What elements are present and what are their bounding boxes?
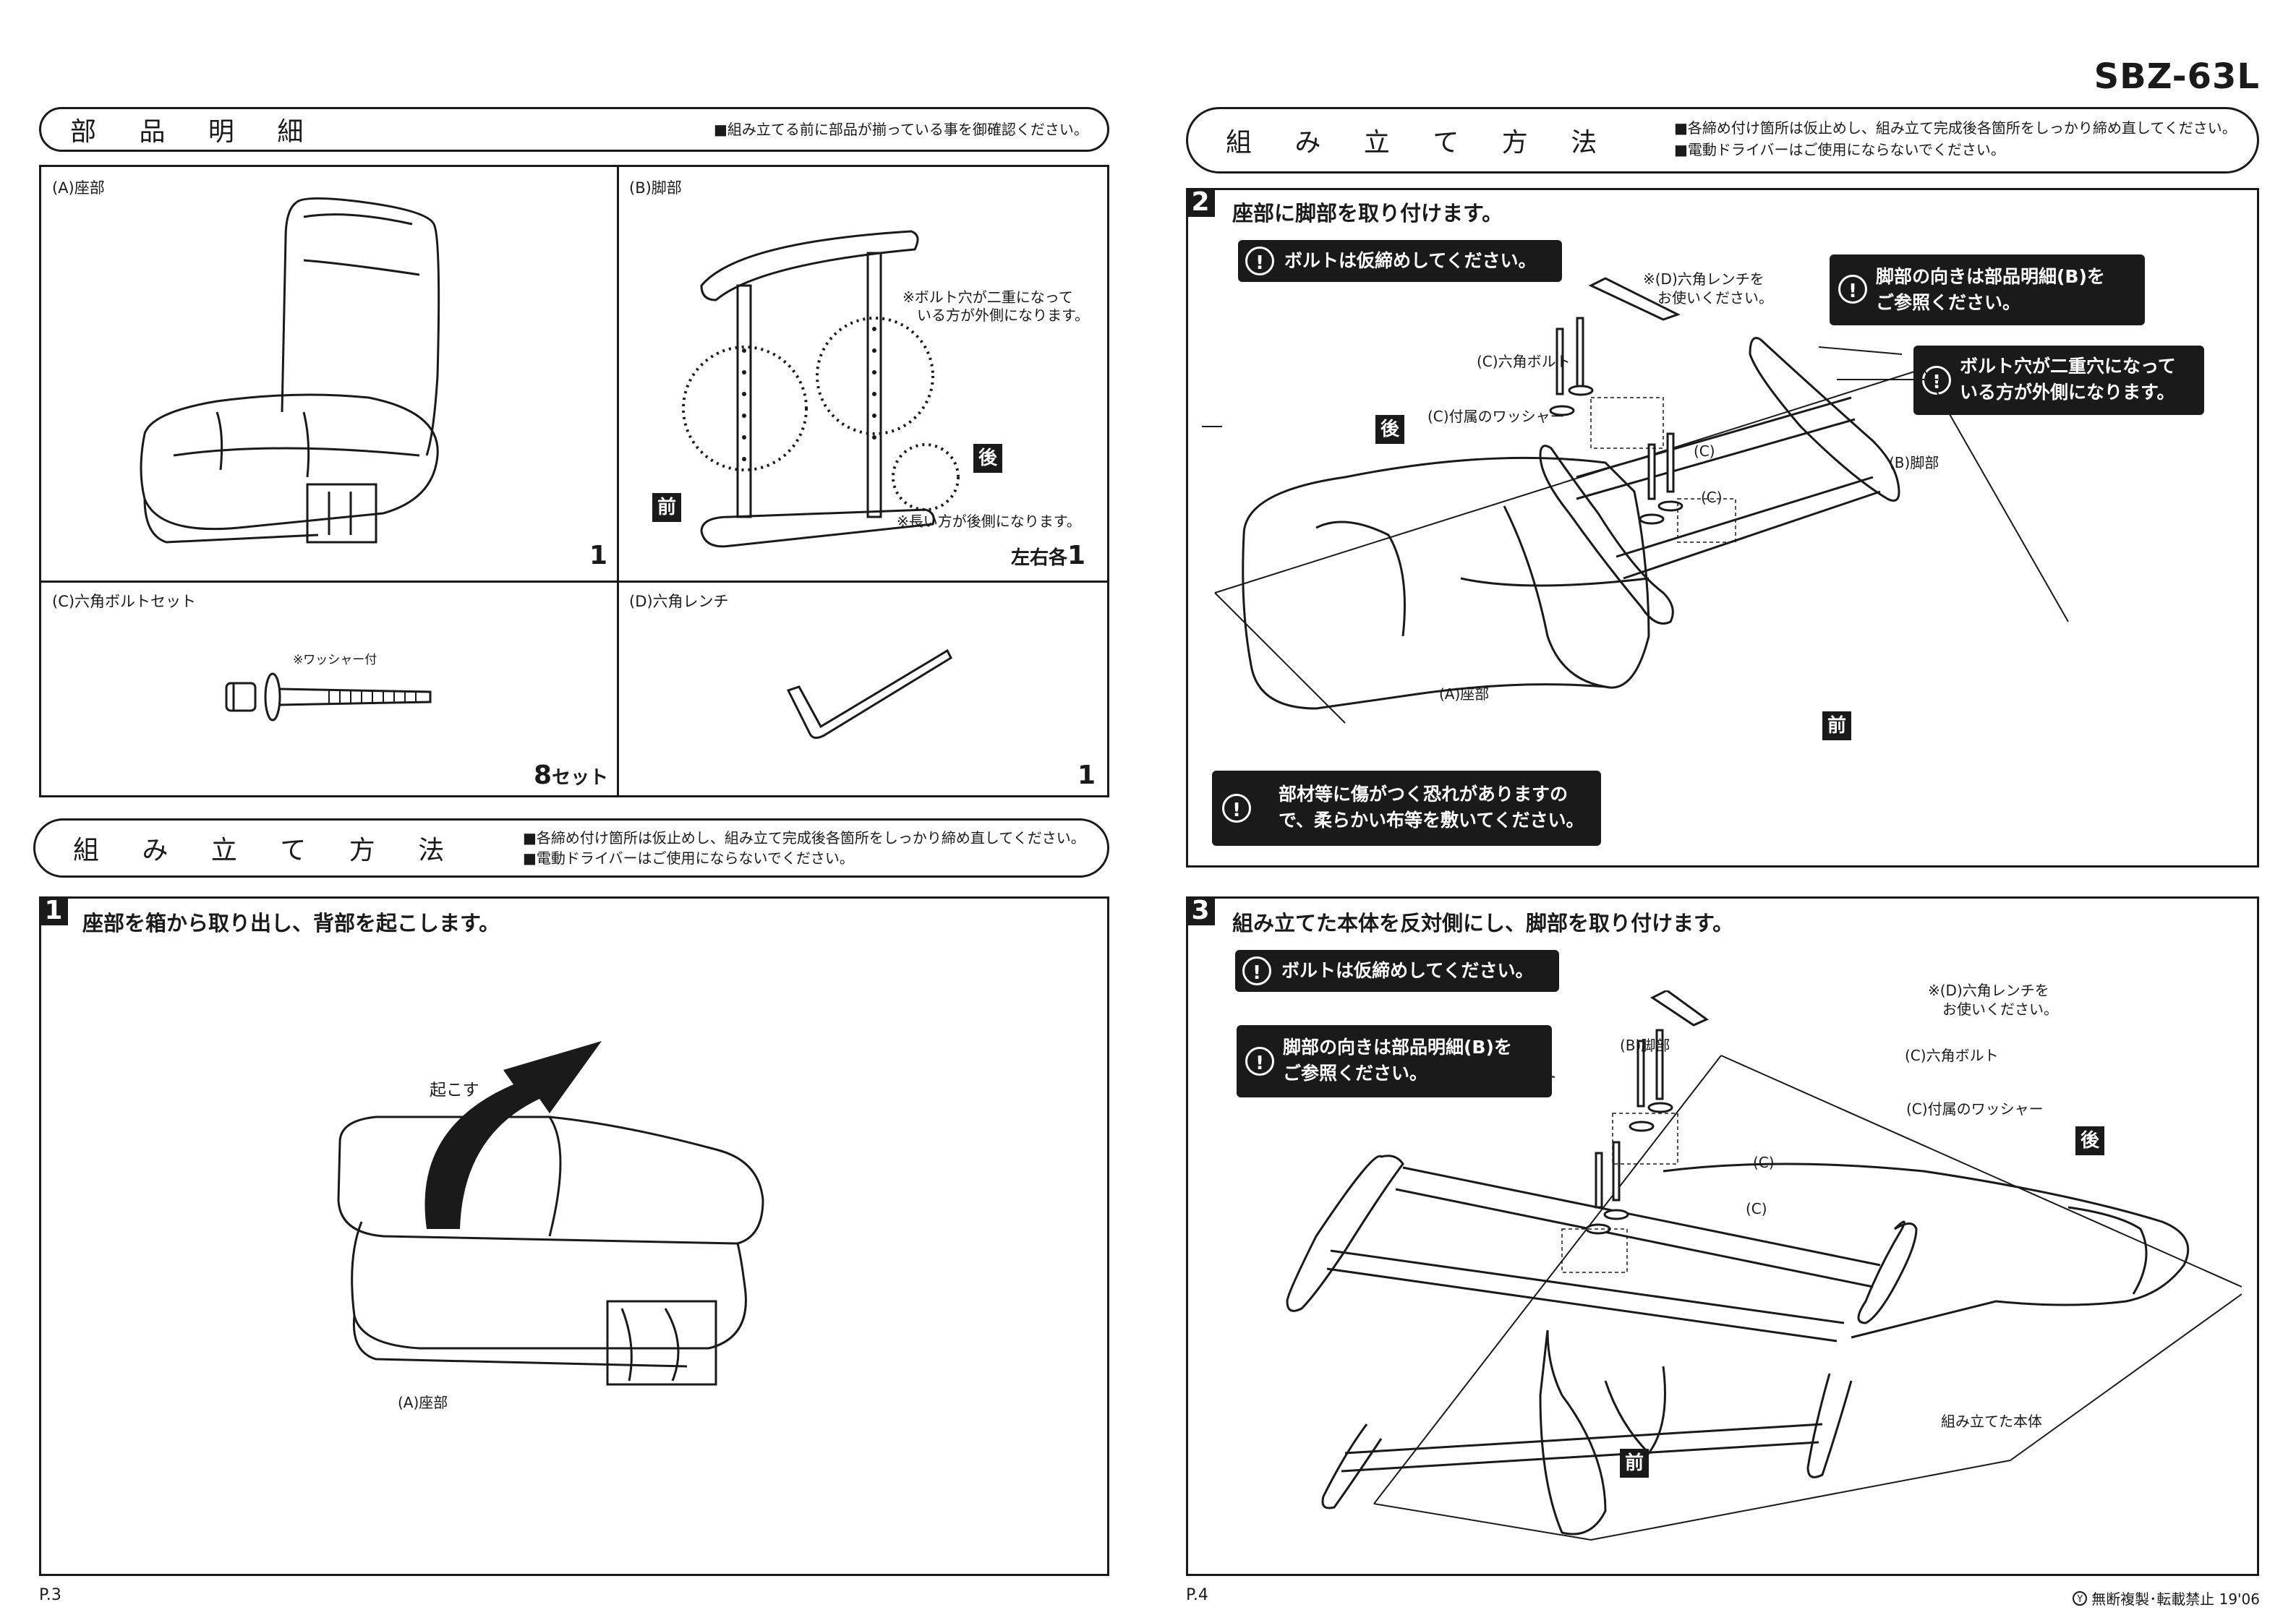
assembly-header-right: 組 み 立 て 方 法 ■各締め付け箇所は仮止めし、組み立て完成後各箇所をしっか… <box>1186 107 2259 174</box>
parts-grid <box>39 165 1109 797</box>
step2-orient-callout-line2: ご参照ください。 <box>1876 292 2021 313</box>
step2-cloth-callout-line1: 部材等に傷がつく恐れがありますの <box>1279 784 1569 805</box>
step3-orient-callout: ! 脚部の向きは部品明細(B)を ご参照ください。 <box>1237 1025 1552 1097</box>
step3-assembled-label: 組み立てた本体 <box>1941 1413 2042 1430</box>
step2-title: 座部に脚部を取り付けます。 <box>1232 201 1503 226</box>
assembly-note1-right: ■各締め付け箇所は仮止めし、組み立て完成後各箇所をしっかり締め直してください。 <box>1674 119 2237 137</box>
parts-title: 部 品 明 細 <box>70 117 321 147</box>
grid-divider-v <box>617 167 619 795</box>
assembly-note1-left: ■各締め付け箇所は仮止めし、組み立て完成後各箇所をしっかり締め直してください。 <box>523 829 1085 847</box>
leg-frame-illustration <box>682 230 960 548</box>
step3-title: 組み立てた本体を反対側にし、脚部を取り付けます。 <box>1232 911 1734 935</box>
step3-orient-callout-line1: 脚部の向きは部品明細(B)を <box>1283 1037 1512 1058</box>
part-b-label: (B)脚部 <box>629 179 682 197</box>
step3-number: 3 <box>1186 896 1215 925</box>
step2-c-label-2: (C) <box>1701 489 1723 506</box>
step2-cloth-callout: ! 部材等に傷がつく恐れがありますの で、柔らかい布等を敷いてください。 <box>1212 771 1601 846</box>
warning-icon: ! <box>1838 275 1867 304</box>
step3-washer-label: (C)付属のワッシャー <box>1906 1100 2044 1118</box>
model-name: SBZ-63L <box>2094 56 2260 97</box>
step2-bolt-callout: ! ボルトは仮締めしてください。 <box>1238 240 1562 282</box>
grid-divider-h <box>41 581 1107 583</box>
page-number-left: P.3 <box>39 1586 61 1604</box>
step2-c-label-1: (C) <box>1694 442 1715 460</box>
step1-number: 1 <box>39 896 68 925</box>
step2-back-tag: 後 <box>1375 415 1404 444</box>
part-c-washer-note: ※ワッシャー付 <box>293 653 377 667</box>
part-c-label: (C)六角ボルトセット <box>52 593 197 610</box>
raise-arrow <box>424 1041 602 1229</box>
step2-front-tag: 前 <box>1822 711 1851 740</box>
warning-icon: ! <box>1245 1047 1274 1076</box>
part-c-qty-number: 8 <box>534 761 552 790</box>
step1-part-label: (A)座部 <box>398 1394 448 1411</box>
step3-wrench-note2: お使いください。 <box>1942 1001 2058 1018</box>
step1-arrow-label: 起こす <box>430 1081 479 1100</box>
step3-bolt-callout-text: ボルトは仮締めしてください。 <box>1281 960 1534 981</box>
warning-icon: ! <box>1222 794 1251 823</box>
part-b-front-tag: 前 <box>652 493 681 522</box>
step3-c-label-1: (C) <box>1753 1154 1775 1171</box>
part-c-qty-unit: セット <box>552 767 609 789</box>
step2-wrench-note1: ※(D)六角レンチを <box>1643 270 1764 288</box>
copyright: Y 無断複製･転載禁止 19'06 <box>2073 1588 2260 1609</box>
assembly-title-left: 組 み 立 て 方 法 <box>73 836 462 865</box>
step3-orient-callout-line2: ご参照ください。 <box>1283 1063 1428 1084</box>
step2-hole-callout: ! ボルト穴が二重穴になって いる方が外側になります。 <box>1913 346 2204 415</box>
bolt-illustration <box>225 672 432 721</box>
step2-orient-callout-line1: 脚部の向きは部品明細(B)を <box>1876 266 2105 287</box>
step2-cloth-callout-line2: で、柔らかい布等を敷いてください。 <box>1279 810 1584 831</box>
step2-bolt-label: (C)六角ボルト <box>1477 353 1571 370</box>
assembly-note2-left: ■電動ドライバーはご使用にならないでください。 <box>523 849 854 867</box>
seat-illustration <box>140 197 440 544</box>
part-b-qty: 左右各1 <box>1011 541 1085 570</box>
step3-bolt-callout: ! ボルトは仮締めしてください。 <box>1235 950 1559 992</box>
wrench-illustration <box>786 648 952 739</box>
step3-leg-label: (B)脚部 <box>1620 1037 1670 1054</box>
assembly-header-left: 組 み 立 て 方 法 ■各締め付け箇所は仮止めし、組み立て完成後各箇所をしっか… <box>33 818 1109 878</box>
part-b-qty-number: 1 <box>1067 541 1086 570</box>
copyright-mark-icon: Y <box>2073 1590 2088 1606</box>
part-b-back-tag: 後 <box>973 444 1002 473</box>
step2-leg-label: (B)脚部 <box>1889 454 1939 471</box>
part-b-note3: ※長い方が後側になります。 <box>897 513 1081 530</box>
part-d-label: (D)六角レンチ <box>629 593 729 610</box>
step2-orient-callout: ! 脚部の向きは部品明細(B)を ご参照ください。 <box>1830 254 2145 325</box>
step3-bolt-label: (C)六角ボルト <box>1905 1047 1999 1064</box>
assembly-title-right: 組 み 立 て 方 法 <box>1226 128 1615 158</box>
parts-note: ■組み立てる前に部品が揃っている事を御確認ください。 <box>714 121 1088 138</box>
step2-seat-label: (A)座部 <box>1439 685 1490 703</box>
step2-illustration <box>1202 277 2069 724</box>
step2-bolt-callout-text: ボルトは仮締めしてください。 <box>1284 250 1537 271</box>
copyright-text: 無断複製･転載禁止 19'06 <box>2091 1590 2260 1608</box>
step3-illustration <box>1286 990 2242 1541</box>
assembly-note2-right: ■電動ドライバーはご使用にならないでください。 <box>1674 141 2005 158</box>
step3-front-tag: 前 <box>1620 1449 1649 1478</box>
part-b-qty-prefix: 左右各 <box>1011 547 1068 569</box>
warning-icon: ! <box>1245 247 1274 275</box>
parts-header: 部 品 明 細 ■組み立てる前に部品が揃っている事を御確認ください。 <box>39 107 1109 152</box>
step1-frame <box>39 896 1109 1576</box>
part-a-qty: 1 <box>589 541 608 570</box>
step2-hole-callout-line2: いる方が外側になります。 <box>1960 382 2175 403</box>
step3-back-tag: 後 <box>2075 1126 2104 1155</box>
step3-wrench-note1: ※(D)六角レンチを <box>1928 982 2049 999</box>
step3-c-label-2: (C) <box>1746 1200 1767 1217</box>
part-b-note2: いる方が外側になります。 <box>917 307 1089 324</box>
step2-wrench-note2: お使いください。 <box>1657 289 1773 307</box>
page-number-right: P.4 <box>1186 1586 1208 1604</box>
part-d-qty: 1 <box>1077 761 1096 790</box>
part-a-label: (A)座部 <box>52 179 105 197</box>
step1-title: 座部を箱から取り出し、背部を起こします。 <box>82 911 500 935</box>
step2-number: 2 <box>1186 188 1215 217</box>
part-b-note1: ※ボルト穴が二重になって <box>902 288 1073 306</box>
step1-illustration <box>337 1041 764 1386</box>
step2-hole-callout-line1: ボルト穴が二重穴になって <box>1960 356 2176 377</box>
step2-washer-label: (C)付属のワッシャー <box>1427 408 1565 425</box>
warning-icon: ! <box>1242 956 1271 985</box>
part-c-qty: 8セット <box>534 761 608 790</box>
